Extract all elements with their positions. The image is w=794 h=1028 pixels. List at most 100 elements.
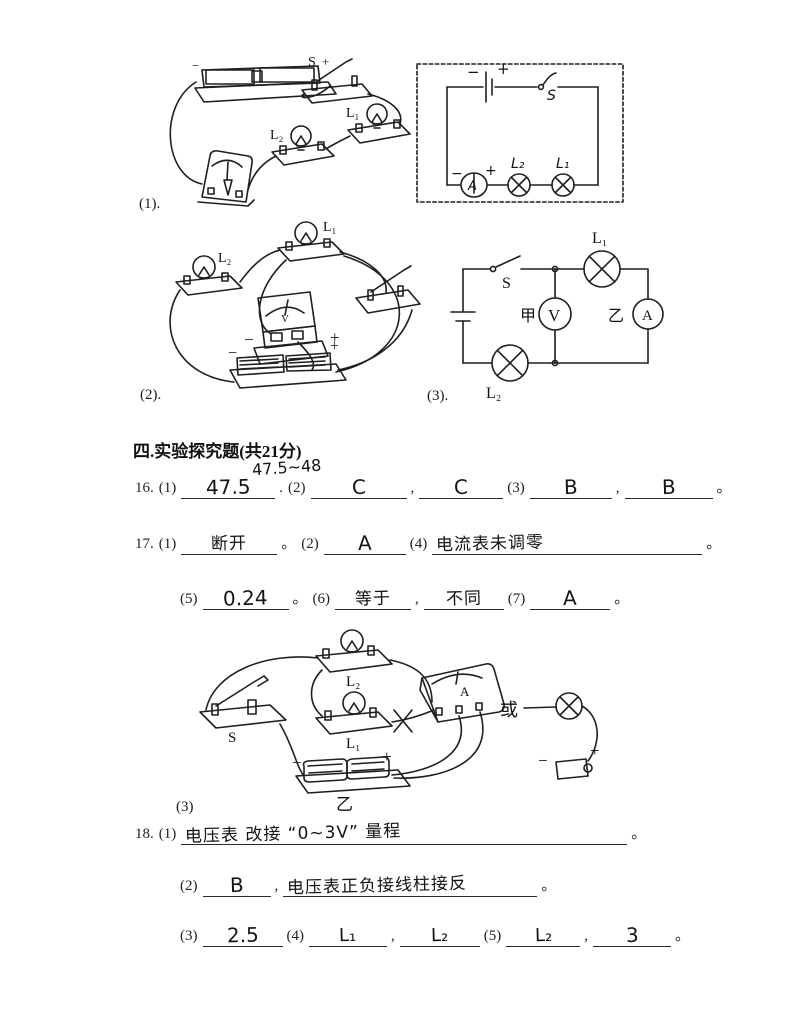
circuit-photo-ammeter-x: S L₂ L₁ A − + 乙 bbox=[199, 629, 600, 814]
fig1-battery-plus: + bbox=[322, 54, 329, 69]
q18-part4-label: (4) bbox=[286, 928, 305, 944]
q16-blank-4: B bbox=[529, 474, 612, 500]
q18-blank-5a: L₂ bbox=[506, 922, 581, 947]
fig4-l2-label: L₂ bbox=[346, 674, 360, 690]
q17-number: 17. bbox=[135, 536, 154, 552]
q18-part5-label: (5) bbox=[483, 928, 502, 944]
q18-answer-2a: B bbox=[229, 872, 244, 898]
q16-answer-4: B bbox=[563, 474, 578, 500]
fig2-voltmeter-plus: + bbox=[330, 328, 340, 347]
schem2-ammeter-letter: A bbox=[642, 308, 653, 324]
q17-part5-label: (5) bbox=[180, 591, 198, 607]
q18-blank-2b: 电压表正负接线柱接反 bbox=[283, 872, 538, 899]
q18-blank-1: 电压表 改接 “0~3V” 量程 bbox=[181, 820, 628, 847]
schem2-switch-label: S bbox=[502, 275, 511, 292]
q17-comma-6: , bbox=[415, 591, 419, 607]
q17-blank-4: 电流表未调零 bbox=[432, 530, 703, 556]
schem1-l1-label: L₁ bbox=[556, 156, 569, 172]
q16-comma-2: , bbox=[615, 480, 620, 496]
q18-part1-label: (1) bbox=[158, 826, 177, 842]
schem1-battery-minus: − bbox=[467, 63, 480, 81]
fig1-battery-minus: − bbox=[192, 58, 199, 73]
q18-answer-1: 电压表 改接 “0~3V” 量程 bbox=[185, 821, 402, 847]
q17-answer-6b: 不同 bbox=[445, 588, 482, 610]
q18-blank-5b: 3 bbox=[593, 922, 671, 947]
q17-end-period-1: 。 bbox=[706, 536, 722, 552]
q17-answer-6a: 等于 bbox=[354, 588, 392, 610]
q16-part1-label: (1) bbox=[158, 480, 177, 496]
q18-blank-3: 2.5 bbox=[202, 922, 283, 947]
schem1-l2-label: L₂ bbox=[511, 156, 525, 172]
circuit-schematic-meters: S L₁ V 甲 A 乙 L₂ bbox=[450, 230, 664, 402]
q17-answer-2: A bbox=[357, 530, 372, 556]
q18-end-period-1: 。 bbox=[631, 826, 647, 842]
q16-period-1: . bbox=[279, 480, 283, 496]
q18-answer-5b: 3 bbox=[625, 922, 639, 948]
fig1-switch-label: S bbox=[308, 55, 316, 70]
q18-answer-2b: 电压表正负接线柱接反 bbox=[286, 873, 468, 899]
q18-comma-5: , bbox=[584, 928, 588, 944]
q18-answer-row-1: 18. (1) 电压表 改接 “0~3V” 量程 。 bbox=[133, 820, 649, 847]
schem1-ammeter-minus: − bbox=[451, 166, 463, 182]
q18-answer-row-3: (3) 2.5 (4) L₁ , L₂ (5) L₂ , 3 。 bbox=[178, 922, 693, 948]
q18-answer-row-2: (2) B , 电压表正负接线柱接反 。 bbox=[178, 872, 559, 899]
fig4-switch-label: S bbox=[228, 730, 236, 746]
q17-blank-2: A bbox=[323, 530, 406, 556]
fig4-or-label: 或 bbox=[500, 700, 518, 720]
q17-part1-label: (1) bbox=[158, 536, 177, 552]
fig2-caption: (2). bbox=[140, 387, 162, 403]
q17-blank-7: A bbox=[530, 585, 611, 611]
q18-end-period-2: 。 bbox=[541, 878, 557, 894]
fig4-l1-label: L₁ bbox=[346, 736, 360, 752]
fig4-cell-minus: − bbox=[538, 751, 548, 770]
q17-part6-label: (6) bbox=[312, 591, 331, 607]
q16-answer-1: 47.5 bbox=[205, 474, 251, 500]
q17-blank-5: 0.24 bbox=[202, 585, 289, 611]
circuit-photo-series: − + S L₁ L₂ bbox=[169, 54, 411, 207]
q17-blank-6a: 等于 bbox=[335, 585, 412, 610]
q17-blank-6b: 不同 bbox=[423, 585, 504, 610]
q18-comma-4: , bbox=[391, 928, 395, 944]
q17-blank-1: 断开 bbox=[181, 530, 278, 555]
schem1-ammeter-plus: + bbox=[485, 163, 497, 179]
q18-answer-5a: L₂ bbox=[534, 924, 553, 947]
q17-period-1: 。 bbox=[281, 536, 297, 552]
fig4-cell-plus: + bbox=[590, 741, 600, 760]
q16-answer-3: C bbox=[453, 474, 469, 500]
q17-answer-1: 断开 bbox=[210, 533, 248, 555]
q16-blank-3: C bbox=[419, 474, 504, 500]
fig2-l1-label: L₁ bbox=[323, 220, 336, 235]
q17-part4-label: (4) bbox=[409, 536, 428, 552]
fig2-voltmeter-letter: V bbox=[281, 313, 289, 325]
fig2-voltmeter-minus: − bbox=[244, 330, 254, 349]
q16-blank-5: B bbox=[624, 474, 713, 500]
schem1-battery-plus: + bbox=[497, 60, 510, 78]
circuit-photo-voltmeter: L₁ L₂ V − + − + bbox=[169, 220, 421, 389]
q17-answer-7: A bbox=[563, 585, 578, 611]
circuit-schematic-dashed: − + S A − + L₂ L₁ bbox=[416, 60, 624, 203]
fig1-caption: (1). bbox=[139, 196, 161, 212]
q16-number: 16. bbox=[135, 480, 154, 496]
fig2-battery-plus: + bbox=[330, 338, 339, 355]
schem1-ammeter-letter: A bbox=[467, 179, 477, 194]
fig2-battery-minus: − bbox=[228, 345, 237, 362]
fig1-l2-label: L₂ bbox=[270, 128, 284, 143]
schem2-yi-label: 乙 bbox=[608, 308, 624, 325]
q18-end-period-3: 。 bbox=[675, 928, 691, 944]
q16-answer-row: 16. (1) 47.5 . (2) C , C (3) B , B 。 bbox=[133, 474, 735, 499]
q18-answer-4b: L₂ bbox=[430, 924, 449, 947]
q17-part2-label: (2) bbox=[301, 536, 319, 552]
schem2-l2-label: L₂ bbox=[486, 385, 501, 402]
q17-answer-row-2: (5) 0.24 。 (6) 等于 , 不同 (7) A 。 bbox=[178, 585, 632, 610]
q16-answer-5: B bbox=[661, 474, 676, 500]
schem2-jia-label: 甲 bbox=[520, 308, 536, 325]
q18-blank-2a: B bbox=[202, 872, 271, 898]
fig4-yi-label: 乙 bbox=[336, 795, 353, 814]
q16-part3-label: (3) bbox=[507, 480, 525, 496]
q18-part3-label: (3) bbox=[180, 928, 198, 944]
fig4-battery-plus: + bbox=[382, 747, 392, 766]
schem1-switch-label: S bbox=[547, 88, 556, 104]
fig4-ammeter-letter: A bbox=[460, 684, 470, 699]
schem2-caption: (3). bbox=[427, 388, 449, 404]
